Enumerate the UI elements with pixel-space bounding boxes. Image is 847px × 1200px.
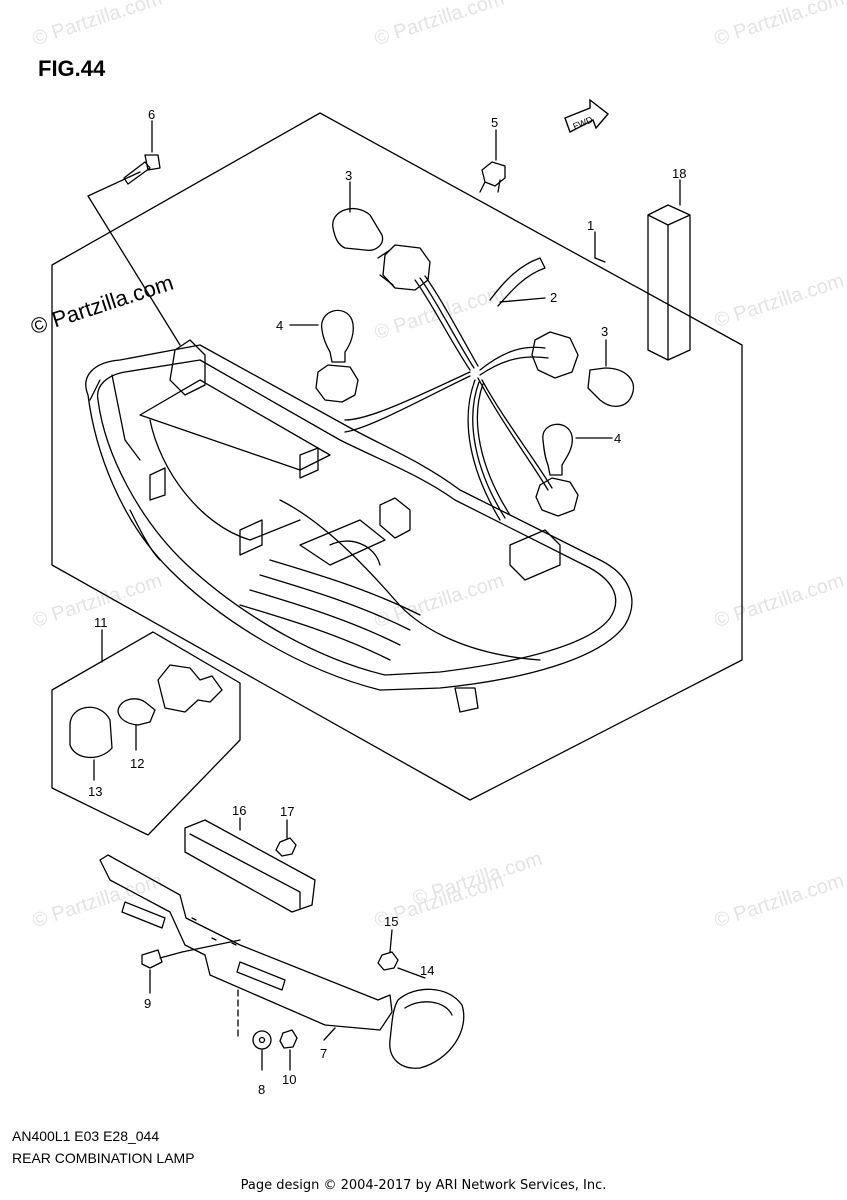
bracket-7 xyxy=(99,854,393,1031)
bracket-slot-lower xyxy=(236,961,286,991)
socket-upper xyxy=(382,244,431,291)
copyright-footer: Page design © 2004-2017 by ARI Network S… xyxy=(240,1178,607,1193)
bulb-12 xyxy=(117,698,156,726)
callout-4-right: 4 xyxy=(614,431,621,446)
fwd-arrow-badge: FWD xyxy=(564,98,610,133)
callout-12: 12 xyxy=(130,756,144,771)
pad-18 xyxy=(647,204,691,361)
bracket-slot-upper xyxy=(121,901,166,929)
model-code: AN400L1 E03 E28_044 xyxy=(12,1128,160,1144)
reflector-14 xyxy=(389,988,465,1069)
socket-upper-rim xyxy=(377,249,394,286)
figure-title: FIG.44 xyxy=(38,56,106,81)
callout-5: 5 xyxy=(491,115,498,130)
nut-15 xyxy=(377,951,399,971)
nut-17 xyxy=(275,837,297,857)
callout-17: 17 xyxy=(280,804,294,819)
socket-left xyxy=(315,364,359,403)
bulb-4-right xyxy=(542,423,573,476)
lamp-housing xyxy=(85,339,633,713)
callout-2: 2 xyxy=(550,290,557,305)
socket-11 xyxy=(157,664,223,713)
washer-8-hole xyxy=(258,1036,266,1044)
bolt-9 xyxy=(141,949,183,969)
bulb-3-upper xyxy=(332,207,384,251)
callout-6: 6 xyxy=(148,107,155,122)
callout-18: 18 xyxy=(672,166,686,181)
callout-14: 14 xyxy=(420,963,434,978)
callout-3-upper: 3 xyxy=(345,168,352,183)
callout-9: 9 xyxy=(144,996,151,1011)
washer-8 xyxy=(252,1030,272,1050)
callout-labels: 1 2 3 3 4 4 5 6 7 8 9 10 11 12 13 14 15 … xyxy=(88,107,686,1097)
assembly-group-frame xyxy=(51,112,743,801)
bracket-holes xyxy=(191,917,237,946)
callout-13: 13 xyxy=(88,784,102,799)
reflector-16 xyxy=(184,819,316,913)
callout-11: 11 xyxy=(94,615,108,630)
bulb-3-right xyxy=(587,367,635,407)
callout-3-right: 3 xyxy=(601,324,608,339)
lamp-unit-group-frame xyxy=(51,631,241,836)
screw-6 xyxy=(123,154,161,185)
callout-1: 1 xyxy=(587,218,594,233)
lens-13 xyxy=(69,706,113,759)
socket-right xyxy=(531,331,579,379)
callout-7: 7 xyxy=(320,1046,327,1061)
callout-16: 16 xyxy=(232,803,246,818)
nut-10 xyxy=(279,1029,298,1049)
clip-5 xyxy=(479,161,506,193)
part-name: REAR COMBINATION LAMP xyxy=(12,1150,195,1166)
callout-4-left: 4 xyxy=(276,318,283,333)
wiring-harness xyxy=(344,257,553,521)
callout-10: 10 xyxy=(282,1072,296,1087)
bulb-4-left xyxy=(321,309,354,363)
socket-lower xyxy=(535,477,579,517)
callout-15: 15 xyxy=(384,914,398,929)
callout-8: 8 xyxy=(258,1082,265,1097)
